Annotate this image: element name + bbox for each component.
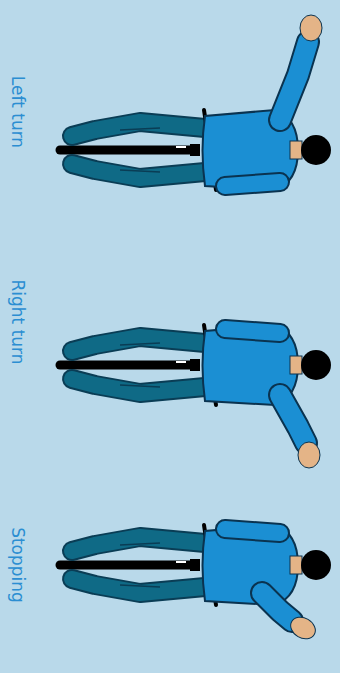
signal-label: Right turn [8,279,28,364]
signal-label: Left turn [8,76,28,148]
signal-label: Stopping [8,527,28,603]
